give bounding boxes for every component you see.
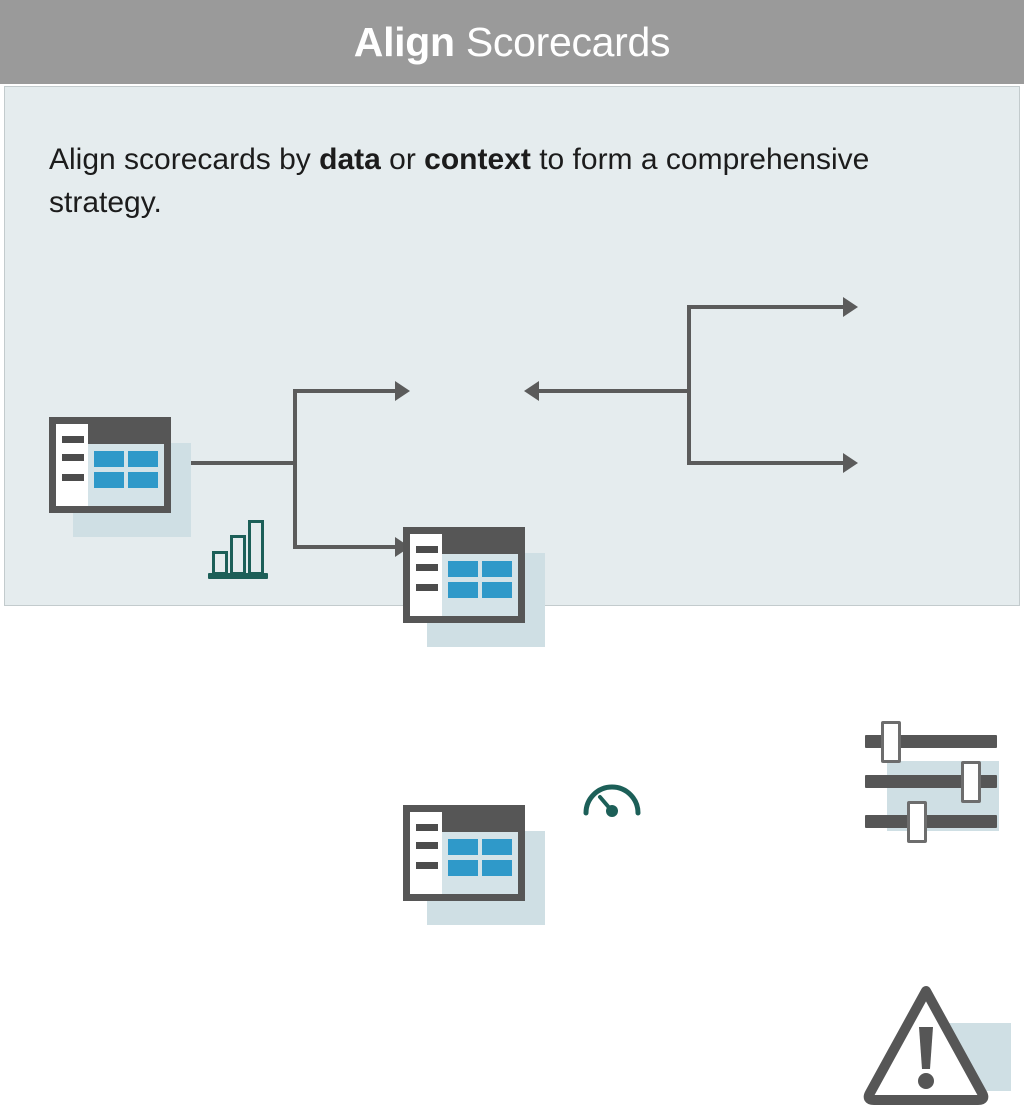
scorecard-shadow xyxy=(427,553,545,647)
connector-context-arrowhead xyxy=(524,381,539,401)
scorecard-cell-4 xyxy=(482,582,512,598)
connector-branch-down-arrowhead xyxy=(395,537,410,557)
lede-bold-data: data xyxy=(319,143,381,176)
scorecard-side-bar-1 xyxy=(416,546,438,553)
gauge-arc xyxy=(583,784,641,816)
scorecard-master[interactable] xyxy=(49,417,191,537)
connector-branch-down-line xyxy=(293,545,399,549)
connector-warning-arrowhead xyxy=(843,453,858,473)
gauge-svg xyxy=(583,784,641,817)
lede-part-3: to form a comprehensive strategy. xyxy=(49,143,870,219)
connector-sliders-line xyxy=(687,305,847,309)
scorecard-header-bar xyxy=(410,812,518,832)
warning-shadow xyxy=(917,1023,1011,1091)
connector-right-spine xyxy=(687,305,691,461)
scorecard-side-bar-2 xyxy=(416,842,438,849)
scorecard-frame xyxy=(49,417,171,513)
slider-handle-3[interactable] xyxy=(907,801,927,843)
slider-handle-1[interactable] xyxy=(881,721,901,763)
lede-part-1: Align scorecards by xyxy=(49,143,320,176)
scorecard-cell-3 xyxy=(94,472,124,488)
scorecard-panel xyxy=(442,554,518,616)
scorecard-side-bar-1 xyxy=(416,824,438,831)
gauge-icon xyxy=(581,773,643,819)
scorecard-cell-1 xyxy=(448,839,478,855)
scorecard-cell-3 xyxy=(448,860,478,876)
bar-chart-bar-1 xyxy=(212,551,228,575)
gauge-hub xyxy=(606,805,618,817)
scorecard-side-bar-3 xyxy=(62,474,84,481)
lede-bold-context: context xyxy=(424,143,531,176)
bar-chart-bar-2 xyxy=(230,535,246,575)
connector-warning-line xyxy=(687,461,847,465)
scorecard-side-bar-2 xyxy=(416,564,438,571)
connector-left-line xyxy=(187,461,297,465)
scorecard-header-bar xyxy=(56,424,164,444)
warning-exclamation-dot xyxy=(918,1073,934,1089)
connector-branch-spine xyxy=(293,389,297,549)
warning-exclamation-stem xyxy=(919,1027,933,1069)
scorecard-cell-2 xyxy=(482,561,512,577)
scorecard-upper[interactable] xyxy=(403,527,545,649)
slider-track-1[interactable] xyxy=(865,735,997,748)
scorecard-sidebar xyxy=(56,424,88,506)
scorecard-shadow xyxy=(73,443,191,537)
scorecard-shadow xyxy=(427,831,545,925)
scorecard-lower[interactable] xyxy=(403,805,545,927)
scorecard-header-bar xyxy=(410,534,518,554)
connector-sliders-arrowhead xyxy=(843,297,858,317)
header-bar: Align Scorecards xyxy=(0,0,1024,84)
page-title: Align Scorecards xyxy=(353,18,671,65)
scorecard-panel xyxy=(442,832,518,894)
body-panel: Align scorecards by data or context to f… xyxy=(4,86,1020,1105)
scorecard-side-bar-1 xyxy=(62,436,84,443)
connector-branch-up-arrowhead xyxy=(395,381,410,401)
connector-left-arrowhead xyxy=(172,453,187,473)
scorecard-cell-1 xyxy=(94,451,124,467)
page-title-rest: Scorecards xyxy=(454,18,671,65)
scorecard-cell-3 xyxy=(448,582,478,598)
scorecard-frame xyxy=(403,805,525,901)
scorecard-side-bar-3 xyxy=(416,584,438,591)
scorecard-side-bar-3 xyxy=(416,862,438,869)
warning-triangle-shape xyxy=(863,986,989,1105)
gauge-needle xyxy=(598,795,614,813)
slider-track-3[interactable] xyxy=(865,815,997,828)
lede-text: Align scorecards by data or context to f… xyxy=(49,139,979,224)
page-title-emphasis: Align xyxy=(353,18,455,65)
warning-alert[interactable] xyxy=(855,981,1015,1111)
slider-handle-2[interactable] xyxy=(961,761,981,803)
scorecard-cell-4 xyxy=(128,472,158,488)
lede-part-2: or xyxy=(380,143,425,176)
scorecard-panel xyxy=(88,444,164,506)
bar-chart-bar-3 xyxy=(248,520,264,575)
scorecard-frame xyxy=(403,527,525,623)
scorecard-cell-4 xyxy=(482,860,512,876)
connector-context-line xyxy=(539,389,691,393)
bar-chart-icon xyxy=(208,517,268,581)
scorecard-cell-2 xyxy=(482,839,512,855)
bar-chart-baseline xyxy=(208,573,268,579)
scorecard-side-bar-2 xyxy=(62,454,84,461)
scorecard-cell-1 xyxy=(448,561,478,577)
scorecard-sidebar xyxy=(410,812,442,894)
slider-track-2[interactable] xyxy=(865,775,997,788)
scorecard-cell-2 xyxy=(128,451,158,467)
sliders-control[interactable] xyxy=(857,721,1007,843)
warning-triangle-icon xyxy=(863,986,989,1105)
connector-branch-up-line xyxy=(293,389,399,393)
sliders-shadow xyxy=(887,761,999,831)
scorecard-sidebar xyxy=(410,534,442,616)
